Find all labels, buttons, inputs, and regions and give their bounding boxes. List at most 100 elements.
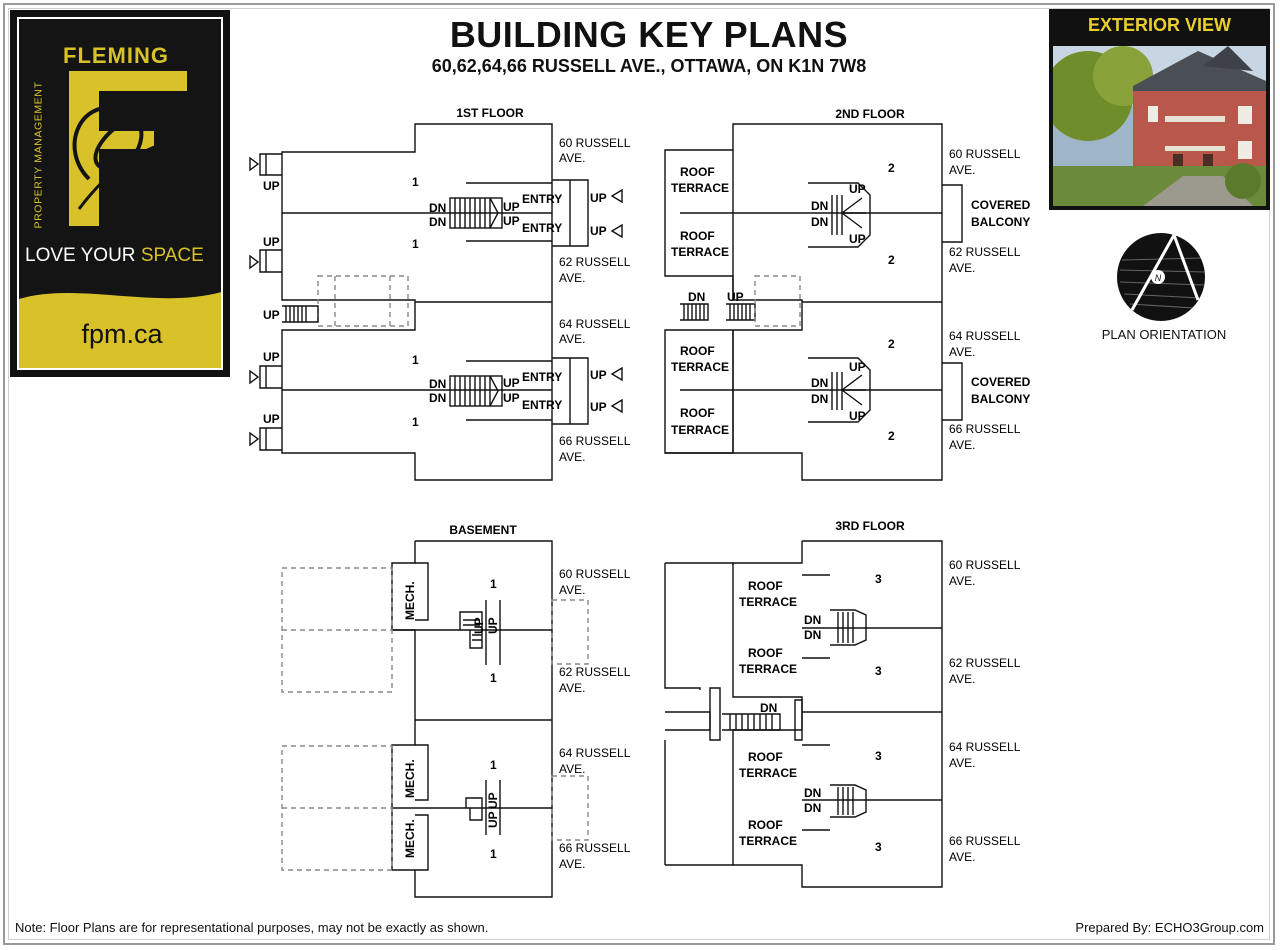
up-label: UP xyxy=(849,232,866,246)
unit-60-basement: 1 xyxy=(490,577,497,591)
logo-url: fpm.ca xyxy=(81,319,163,349)
roof-label: ROOF xyxy=(680,344,715,358)
addr-60-basement: 60 RUSSELL xyxy=(559,567,631,581)
dn-label: DN xyxy=(811,215,828,229)
unit-62-second: 2 xyxy=(888,253,895,267)
terrace-label: TERRACE xyxy=(671,423,729,437)
third-floor-title: 3RD FLOOR xyxy=(835,519,905,533)
addr-64-first: 64 RUSSELL xyxy=(559,317,631,331)
terrace-label: TERRACE xyxy=(739,834,797,848)
balcony-label: BALCONY xyxy=(971,215,1030,229)
addr-60-first: 60 RUSSELL xyxy=(559,136,631,150)
up-label: UP xyxy=(486,792,500,809)
unit-62-basement: 1 xyxy=(490,671,497,685)
addr-60-third: 60 RUSSELL xyxy=(949,558,1021,572)
up-label: UP xyxy=(486,811,500,828)
entry-label: ENTRY xyxy=(522,221,562,235)
second-floor-stair-upper xyxy=(808,182,871,248)
up-label: UP xyxy=(503,214,520,228)
unit-64-second: 2 xyxy=(888,337,895,351)
addr-62-third: 62 RUSSELL xyxy=(949,656,1021,670)
ave-66-third: AVE. xyxy=(949,850,975,864)
terrace-label: TERRACE xyxy=(671,360,729,374)
unit-60-second: 2 xyxy=(888,161,895,175)
ave-64-basement: AVE. xyxy=(559,762,585,776)
addr-66-second: 66 RUSSELL xyxy=(949,422,1021,436)
fleming-logo: FLEMING PROPERTY MANAGEMENT LOVE YOUR SP… xyxy=(10,10,230,377)
exterior-photo xyxy=(1053,46,1266,206)
up-label: UP xyxy=(486,617,500,634)
unit-66-second: 2 xyxy=(888,429,895,443)
unit-66-basement: 1 xyxy=(490,847,497,861)
up-label: UP xyxy=(263,350,280,364)
dn-label: DN xyxy=(804,801,821,815)
up-label: UP xyxy=(849,182,866,196)
exterior-view-panel: EXTERIOR VIEW xyxy=(1049,9,1270,210)
first-floor-stair-upper xyxy=(449,182,552,242)
plan-orientation-compass: N xyxy=(1117,233,1205,321)
logo-name: FLEMING xyxy=(63,43,169,68)
dn-label: DN xyxy=(688,290,705,304)
second-floor-stair-lower xyxy=(808,357,871,423)
mech-label: MECH. xyxy=(403,581,417,620)
ave-62-basement: AVE. xyxy=(559,681,585,695)
dn-label: DN xyxy=(760,701,777,715)
terrace-label: TERRACE xyxy=(671,181,729,195)
dn-label: DN xyxy=(811,392,828,406)
addr-62-basement: 62 RUSSELL xyxy=(559,665,631,679)
compass-north-letter: N xyxy=(1155,273,1162,283)
dn-label: DN xyxy=(429,201,446,215)
roof-label: ROOF xyxy=(680,406,715,420)
addr-66-basement: 66 RUSSELL xyxy=(559,841,631,855)
dn-label: DN xyxy=(429,377,446,391)
ave-64-third: AVE. xyxy=(949,756,975,770)
ave-64-second: AVE. xyxy=(949,345,975,359)
first-floor-stair-lower xyxy=(449,360,552,421)
exterior-view-label: EXTERIOR VIEW xyxy=(1087,15,1231,35)
terrace-label: TERRACE xyxy=(739,766,797,780)
unit-64-first: 1 xyxy=(412,353,419,367)
unit-60-first: 1 xyxy=(412,175,419,189)
ave-62-third: AVE. xyxy=(949,672,975,686)
ave-66-second: AVE. xyxy=(949,438,975,452)
roof-label: ROOF xyxy=(748,579,783,593)
addr-60-second: 60 RUSSELL xyxy=(949,147,1021,161)
addr-66-first: 66 RUSSELL xyxy=(559,434,631,448)
page-title: BUILDING KEY PLANS xyxy=(449,14,849,55)
basement-title: BASEMENT xyxy=(449,523,517,537)
logo-f-mark xyxy=(69,71,187,226)
addr-62-first: 62 RUSSELL xyxy=(559,255,631,269)
unit-66-first: 1 xyxy=(412,415,419,429)
dn-label: DN xyxy=(811,376,828,390)
unit-64-third: 3 xyxy=(875,749,882,763)
up-label: UP xyxy=(472,617,486,634)
unit-64-basement: 1 xyxy=(490,758,497,772)
plan-second-floor xyxy=(664,123,963,481)
addr-62-second: 62 RUSSELL xyxy=(949,245,1021,259)
up-label: UP xyxy=(590,368,607,382)
ave-66-first: AVE. xyxy=(559,450,585,464)
roof-label: ROOF xyxy=(680,165,715,179)
terrace-label: TERRACE xyxy=(671,245,729,259)
covered-label: COVERED xyxy=(971,198,1031,212)
page-subtitle: 60,62,64,66 RUSSELL AVE., OTTAWA, ON K1N… xyxy=(431,56,867,76)
roof-label: ROOF xyxy=(748,750,783,764)
addr-64-second: 64 RUSSELL xyxy=(949,329,1021,343)
balcony-label: BALCONY xyxy=(971,392,1030,406)
up-label: UP xyxy=(849,409,866,423)
dn-label: DN xyxy=(804,628,821,642)
ave-60-second: AVE. xyxy=(949,163,975,177)
up-label: UP xyxy=(263,308,280,322)
mech-label: MECH. xyxy=(403,759,417,798)
second-floor-title: 2ND FLOOR xyxy=(835,107,905,121)
up-label: UP xyxy=(503,376,520,390)
ave-62-first: AVE. xyxy=(559,271,585,285)
terrace-label: TERRACE xyxy=(739,662,797,676)
dn-label: DN xyxy=(804,613,821,627)
page-border xyxy=(3,3,1275,945)
up-label: UP xyxy=(263,235,280,249)
dn-label: DN xyxy=(811,199,828,213)
ave-64-first: AVE. xyxy=(559,332,585,346)
dn-label: DN xyxy=(429,391,446,405)
